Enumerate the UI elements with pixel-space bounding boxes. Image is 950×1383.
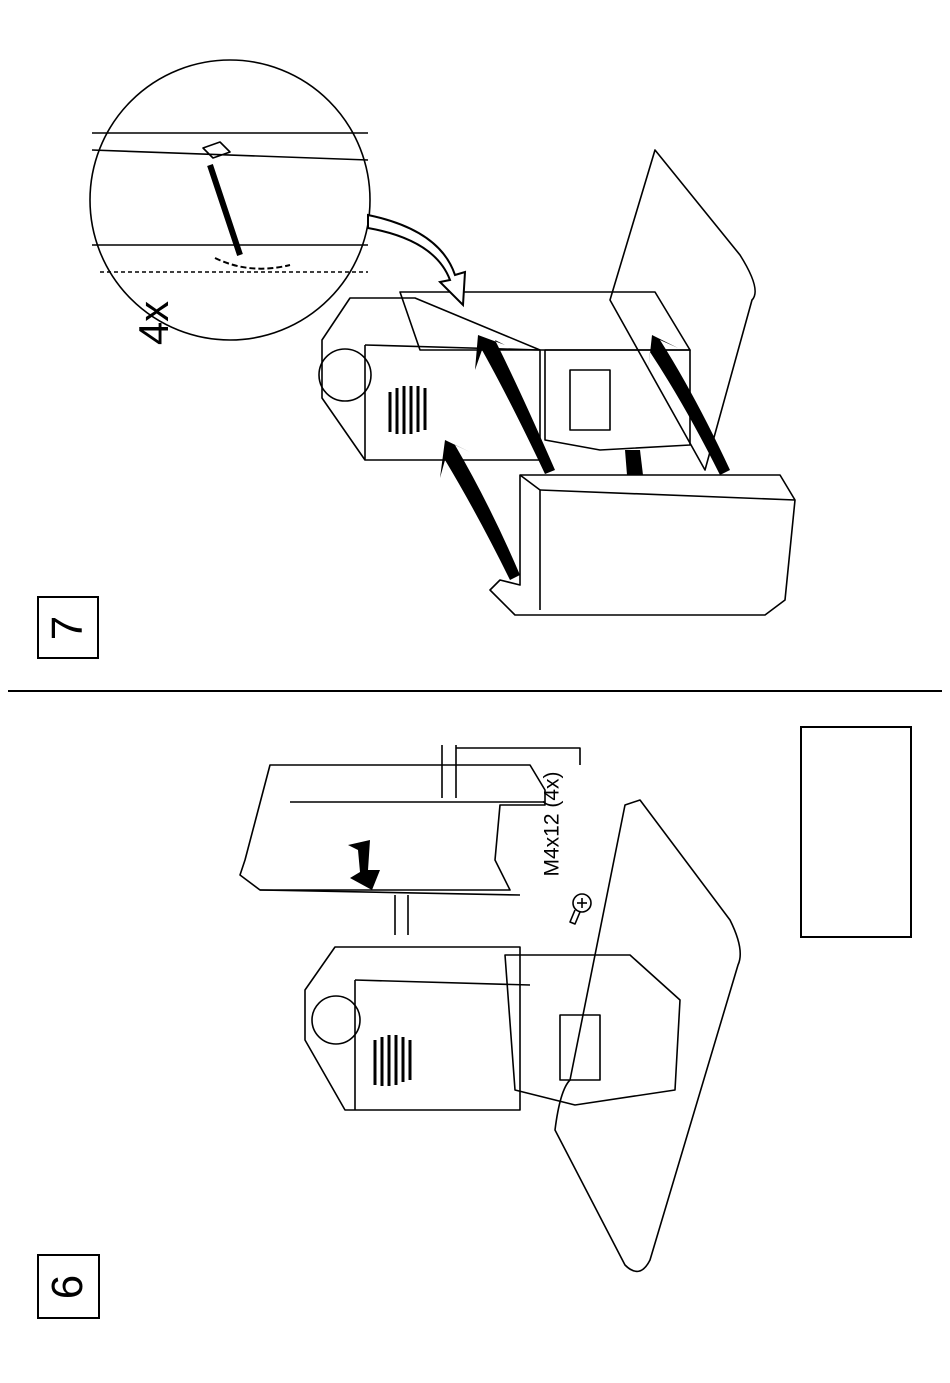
screws-top (442, 745, 456, 798)
push-arrow (348, 840, 380, 890)
screw-icon (570, 894, 591, 924)
vent-grille (390, 386, 425, 434)
fan-opening (312, 996, 360, 1044)
wall-plate (610, 150, 755, 470)
step-6-badge: 6 (37, 1254, 100, 1319)
mounting-bracket (505, 955, 680, 1105)
step-7-number: 7 (46, 615, 90, 639)
screws-bottom (395, 895, 408, 935)
install-arrows (440, 335, 730, 580)
tool-required-box (800, 726, 912, 938)
step-7-badge: 7 (37, 596, 99, 659)
duct-cover-panel (240, 765, 545, 890)
clip-count-label: 4x (133, 301, 175, 345)
wall-plate (555, 800, 740, 1271)
step-6-number: 6 (46, 1274, 90, 1298)
motor-housing (305, 947, 520, 1110)
duct-top-cover (400, 292, 690, 350)
detail-magnifier (90, 60, 370, 340)
vent-grille (375, 1035, 410, 1086)
fan-opening (319, 349, 371, 401)
screw-spec-label: M4x12 (4x) (541, 771, 565, 876)
chimney-cover (490, 475, 795, 615)
